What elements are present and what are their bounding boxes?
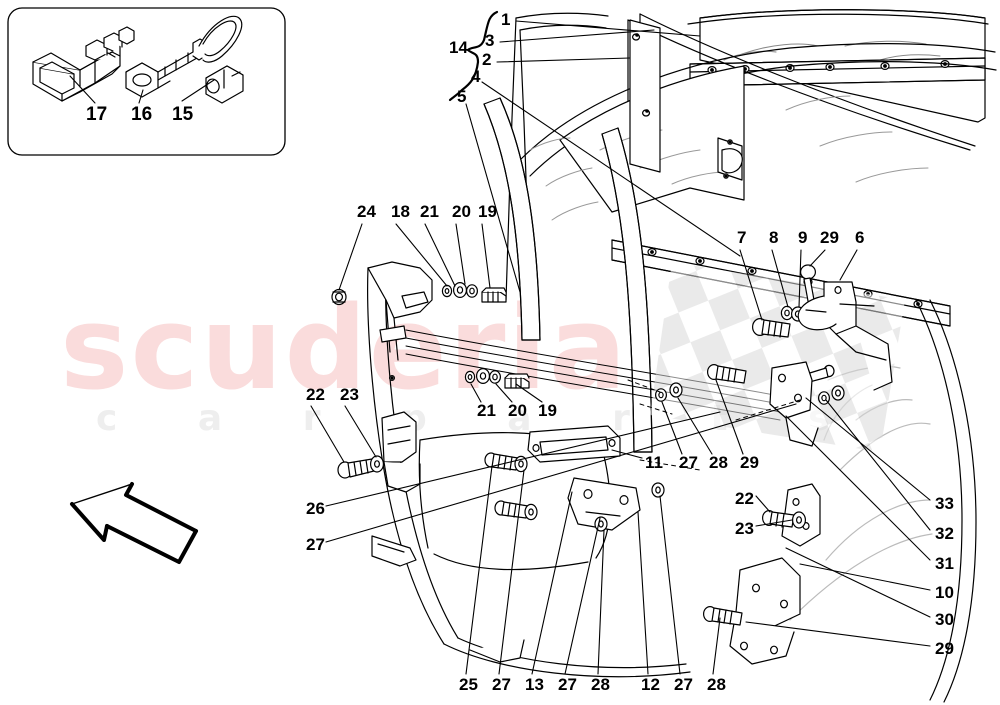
callout-27-center: 27 [679,453,698,472]
callout-4: 4 [471,67,481,86]
callout-30: 30 [935,610,954,629]
callout-14: 14 [449,38,468,57]
callout-28-b2: 28 [707,675,726,694]
callout-19-lower: 19 [538,401,557,420]
callout-31: 31 [935,554,954,573]
callout-29-center: 29 [740,453,759,472]
callout-24: 24 [357,202,376,221]
callout-23-right: 23 [735,519,754,538]
callout-5: 5 [457,87,467,106]
callout-29-right: 29 [935,639,954,658]
callout-9: 9 [798,228,808,247]
callout-23-left: 23 [340,385,359,404]
callout-21-lower: 21 [477,401,496,420]
callout-7: 7 [737,228,747,247]
callout-26: 26 [306,499,325,518]
callout-27-b2: 27 [558,675,577,694]
callout-22-right: 22 [735,489,754,508]
callout-27-b3: 27 [674,675,693,694]
callout-3: 3 [485,31,495,50]
callout-13: 13 [525,675,544,694]
callout-28-b1: 28 [591,675,610,694]
callout-21-upper: 21 [420,202,439,221]
callout-29-upper: 29 [820,228,839,247]
callout-19-upper: 19 [478,202,497,221]
callout-32: 32 [935,524,954,543]
callout-10: 10 [935,583,954,602]
callout-22-left: 22 [306,385,325,404]
callout-20-lower: 20 [508,401,527,420]
callout-1: 1 [501,10,511,29]
callout-17: 17 [86,104,108,125]
callout-16: 16 [131,104,153,125]
callout-6: 6 [855,228,865,247]
callout-18: 18 [391,202,410,221]
callout-28-center: 28 [709,453,728,472]
callout-12: 12 [641,675,660,694]
callout-27-b1: 27 [492,675,511,694]
callout-15: 15 [172,104,194,125]
callout-11: 11 [645,453,663,472]
callout-33: 33 [935,494,954,513]
callout-20-upper: 20 [452,202,471,221]
callout-8: 8 [769,228,779,247]
callout-25: 25 [459,675,478,694]
callout-27-left: 27 [306,535,325,554]
callout-2: 2 [482,50,492,69]
